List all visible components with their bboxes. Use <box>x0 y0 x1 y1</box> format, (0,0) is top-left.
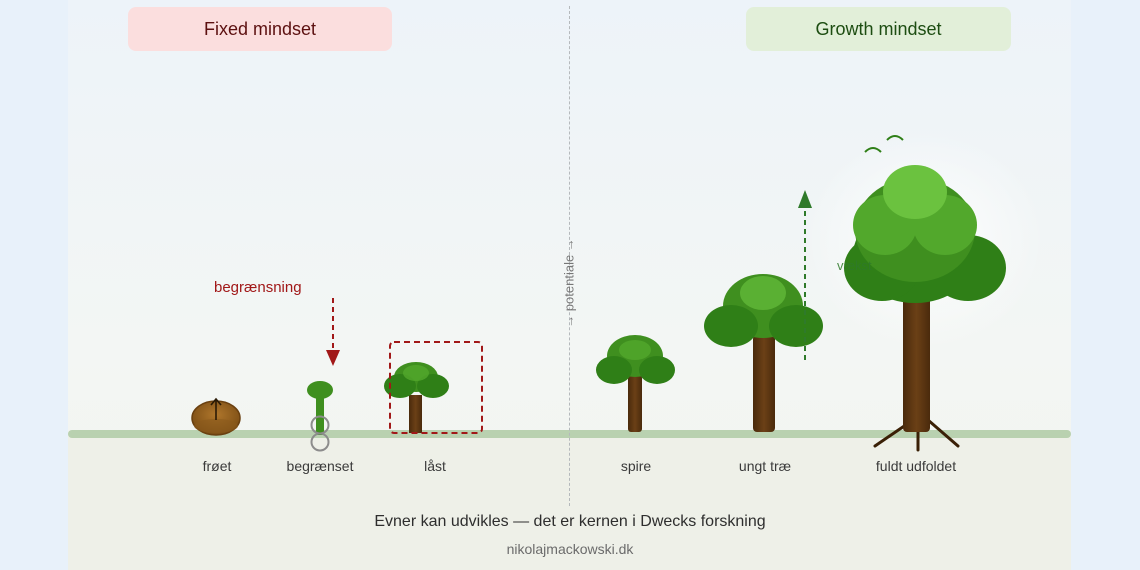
center-divider <box>569 6 570 506</box>
caption: Evner kan udvikles — det er kernen i Dwe… <box>374 513 766 530</box>
sprout-icon <box>596 335 675 432</box>
locked-tree-icon <box>384 341 483 434</box>
potential-axis-label: → potentiale → <box>561 238 577 328</box>
down-arrow-icon <box>326 298 340 366</box>
stage-label-locked: låst <box>424 458 446 474</box>
stage-label-seed: frøet <box>202 458 232 474</box>
credit: nikolajmackowski.dk <box>506 541 634 557</box>
constraint-annotation: begrænsning <box>214 279 302 296</box>
young-tree-icon <box>704 274 823 432</box>
stage-label-restricted: begrænset <box>286 458 354 474</box>
up-arrow-icon <box>798 190 812 360</box>
bird-icon <box>864 135 904 153</box>
restricted-sprout-icon <box>307 381 333 452</box>
seed-icon <box>191 397 241 436</box>
stage-label-full-tree: fuldt udfoldet <box>875 458 957 474</box>
grown-tree-icon <box>805 130 1045 452</box>
growth-mindset-header: Growth mindset <box>746 7 1011 51</box>
growth-annotation: vækst <box>837 258 872 273</box>
fixed-mindset-header: Fixed mindset <box>128 7 392 51</box>
stage-label-young-tree: ungt træ <box>738 458 792 474</box>
stage-label-sprout: spire <box>620 458 652 474</box>
